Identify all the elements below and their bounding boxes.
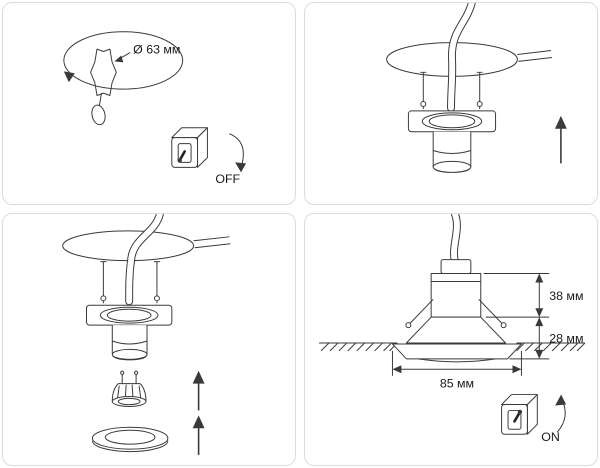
spring-clips	[100, 261, 160, 304]
spring-arms	[407, 298, 504, 326]
downlight-fixture	[407, 110, 497, 173]
trim-width-label: 85 мм	[440, 377, 474, 391]
visible-height-label: 28 мм	[549, 331, 583, 345]
panel-step-2	[304, 2, 598, 205]
spring-clip-ball	[420, 101, 427, 107]
switch-lever-tip	[177, 158, 182, 163]
lamp-face-curve	[418, 358, 496, 363]
fixture-cross-section	[405, 259, 507, 344]
recess-height-label: 38 мм	[549, 289, 583, 303]
bulb-ribs	[116, 384, 142, 401]
power-state-on-label: ON	[541, 430, 560, 444]
power-switch-off-icon	[171, 127, 247, 173]
fixture-cone	[405, 316, 507, 344]
spring-clip-ball	[153, 295, 160, 302]
trim-bezel	[391, 343, 522, 363]
fixture-body	[430, 273, 482, 318]
hole-diameter-label: Ø 63 мм	[133, 42, 180, 56]
up-arrowhead-icon	[192, 415, 205, 429]
power-state-off-label: OFF	[215, 172, 240, 186]
up-arrowhead-icon	[554, 115, 567, 129]
cut-rotation-ellipse	[63, 31, 184, 90]
turn-off-arrow	[229, 133, 244, 168]
dimension-ticks	[483, 273, 550, 318]
extension-lines	[391, 350, 522, 376]
trim-ring	[91, 426, 169, 453]
spring-clips	[420, 71, 483, 109]
up-arrowhead-icon	[192, 370, 205, 384]
step-4-illustration: 38 мм 28 мм 85 мм	[319, 214, 586, 444]
insert-bulb-arrow	[192, 370, 205, 411]
ceiling-hatch-left	[320, 342, 398, 352]
rotation-arrowhead-icon	[63, 71, 75, 83]
ceiling-section	[319, 342, 586, 352]
dimension-recess-height	[483, 273, 550, 318]
power-switch-on-icon	[501, 394, 567, 435]
turn-on-arrowhead-icon	[555, 394, 567, 406]
step-3-illustration	[62, 214, 231, 456]
ceiling-edge-lines	[193, 236, 231, 249]
saw-handle-icon	[91, 104, 106, 126]
spring-clip-ball	[100, 295, 107, 302]
cut-hole-diagram	[63, 31, 184, 126]
diameter-arrowhead-icon	[114, 55, 124, 63]
downlight-fixture	[86, 304, 173, 361]
ceiling-hatch-right	[516, 342, 586, 352]
step-2-illustration	[386, 3, 567, 173]
spring-clip-ball	[476, 101, 483, 107]
panel-step-3	[2, 213, 296, 466]
ceiling-edge-lines	[517, 50, 553, 62]
panel-step-4: 38 мм 28 мм 85 мм	[304, 213, 598, 466]
push-up-arrow	[554, 115, 567, 164]
connector-block	[440, 259, 472, 275]
gu10-bulb	[111, 370, 147, 407]
lamp-face	[432, 160, 472, 173]
trim-opening	[421, 112, 483, 131]
attach-ring-arrow	[192, 415, 205, 456]
turn-off-arrowhead-icon	[235, 162, 247, 173]
switch-lever-tip	[517, 409, 523, 415]
spring-clip-ball	[500, 322, 507, 329]
panel-step-1: Ø 63 мм OFF	[2, 2, 296, 205]
bulb-pins	[121, 373, 137, 384]
dimension-trim-width	[391, 350, 522, 376]
saw-cut-zigzag	[90, 48, 117, 96]
spring-clip-ball	[405, 322, 412, 329]
step-1-illustration: Ø 63 мм OFF	[63, 31, 247, 186]
dimension-visible-height	[509, 317, 550, 360]
saw-blade	[99, 93, 102, 106]
